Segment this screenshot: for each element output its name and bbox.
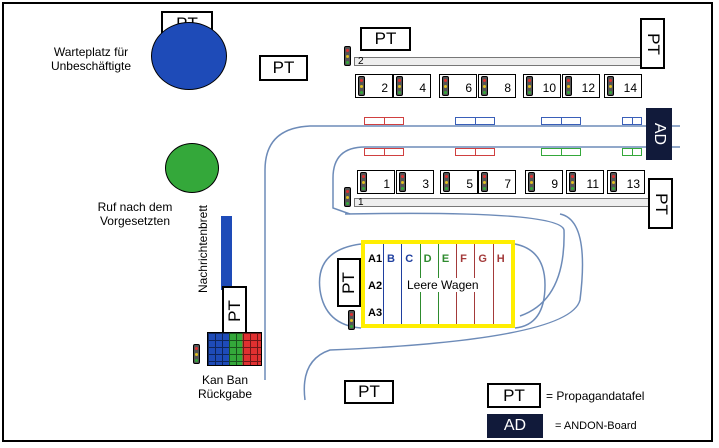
line-top-signal-light xyxy=(344,46,351,66)
supervisor-call-circle xyxy=(165,143,219,193)
station-number: 8 xyxy=(504,81,511,95)
pt-board-notice: PT xyxy=(222,286,247,336)
inner-lane-loop xyxy=(344,212,565,317)
supervisor-call-label: Ruf nach dem Vorgesetzten xyxy=(97,200,173,228)
station-signal-light xyxy=(360,172,367,192)
slot-marker xyxy=(455,117,495,125)
legend-pt-text: = Propagandatafel xyxy=(546,389,645,403)
legend-ad-symbol: AD xyxy=(487,414,543,438)
waiting-area-label: Warteplatz für Unbeschäftigte xyxy=(50,45,132,73)
station-signal-light xyxy=(481,76,488,96)
station-number: 7 xyxy=(504,177,511,191)
inner-lane-top xyxy=(332,146,680,215)
andon-board: AD xyxy=(646,108,672,160)
grid-column-header: B xyxy=(387,253,395,265)
station-signal-light xyxy=(528,172,535,192)
slot-marker xyxy=(364,148,404,156)
grid-right-loop xyxy=(514,243,546,329)
station-number: 2 xyxy=(381,81,388,95)
pt-board-line-top: PT xyxy=(360,27,411,51)
station-signal-light xyxy=(526,76,533,96)
grid-row-label: A1 xyxy=(368,253,383,265)
grid-column-header: C xyxy=(405,253,414,265)
station-number: 1 xyxy=(383,177,390,191)
station-number: 13 xyxy=(626,177,640,191)
station-signal-light xyxy=(442,76,449,96)
station-signal-light xyxy=(607,76,614,96)
line-top-bar: 2 xyxy=(354,57,641,67)
station-signal-light xyxy=(565,76,572,96)
kanban-return-rack xyxy=(207,332,262,366)
pt-board-bottom: PT xyxy=(344,380,394,404)
grid-row-label: A3 xyxy=(368,307,383,319)
slot-marker xyxy=(622,117,642,125)
legend-pt-symbol: PT xyxy=(487,383,541,408)
pt-board-line-bottom-right: PT xyxy=(648,178,673,229)
station-signal-light xyxy=(399,172,406,192)
station-number: 14 xyxy=(623,81,637,95)
legend-ad-text: = ANDON-Board xyxy=(555,420,637,432)
slot-marker xyxy=(541,148,581,156)
notice-board-bar xyxy=(221,216,232,290)
grid-column-line xyxy=(401,244,403,324)
grid-column-header: F xyxy=(460,253,467,265)
slot-marker xyxy=(455,148,495,156)
kanban-return-label: Kan Ban Rückgabe xyxy=(197,373,253,401)
grid-column-line xyxy=(492,244,494,324)
grid-row-label: A2 xyxy=(368,280,383,292)
grid-column-line xyxy=(383,244,384,324)
lower-lane-loop xyxy=(303,213,584,401)
pt-board-center-top: PT xyxy=(259,55,308,81)
grid-signal-light xyxy=(348,310,355,330)
station-number: 3 xyxy=(422,177,429,191)
station-number: 6 xyxy=(465,81,472,95)
station-number: 5 xyxy=(466,177,473,191)
station-signal-light xyxy=(443,172,450,192)
grid-column-header: G xyxy=(478,253,487,265)
pt-board-grid: PT xyxy=(337,258,361,307)
station-number: 10 xyxy=(542,81,556,95)
grid-column-header: E xyxy=(441,253,450,265)
station-8: 8 xyxy=(478,74,516,98)
station-number: 4 xyxy=(419,81,426,95)
layout-frame xyxy=(2,2,713,442)
station-signal-light xyxy=(358,76,365,96)
notice-board-label: Nachrichtenbrett xyxy=(196,204,210,294)
station-signal-light xyxy=(610,172,617,192)
slot-marker xyxy=(622,148,642,156)
station-signal-light xyxy=(569,172,576,192)
outer-lane-line xyxy=(264,125,680,380)
kanban-signal-light xyxy=(193,344,200,364)
station-signal-light xyxy=(481,172,488,192)
line-bottom-bar: 1 xyxy=(354,198,649,208)
station-number: 12 xyxy=(581,81,595,95)
station-number: 11 xyxy=(586,177,599,191)
grid-column-header: D xyxy=(423,253,432,265)
waiting-area-circle xyxy=(151,22,227,90)
station-number: 9 xyxy=(551,177,558,191)
pt-board-line-top-right: PT xyxy=(640,18,665,69)
station-signal-light xyxy=(396,76,403,96)
line-bottom-signal-light xyxy=(344,187,351,207)
slot-marker xyxy=(541,117,581,125)
slot-marker xyxy=(364,117,404,125)
empty-cart-label: Leere Wagen xyxy=(405,278,481,292)
grid-column-header: H xyxy=(496,253,505,265)
grid-left-loop xyxy=(318,243,362,329)
